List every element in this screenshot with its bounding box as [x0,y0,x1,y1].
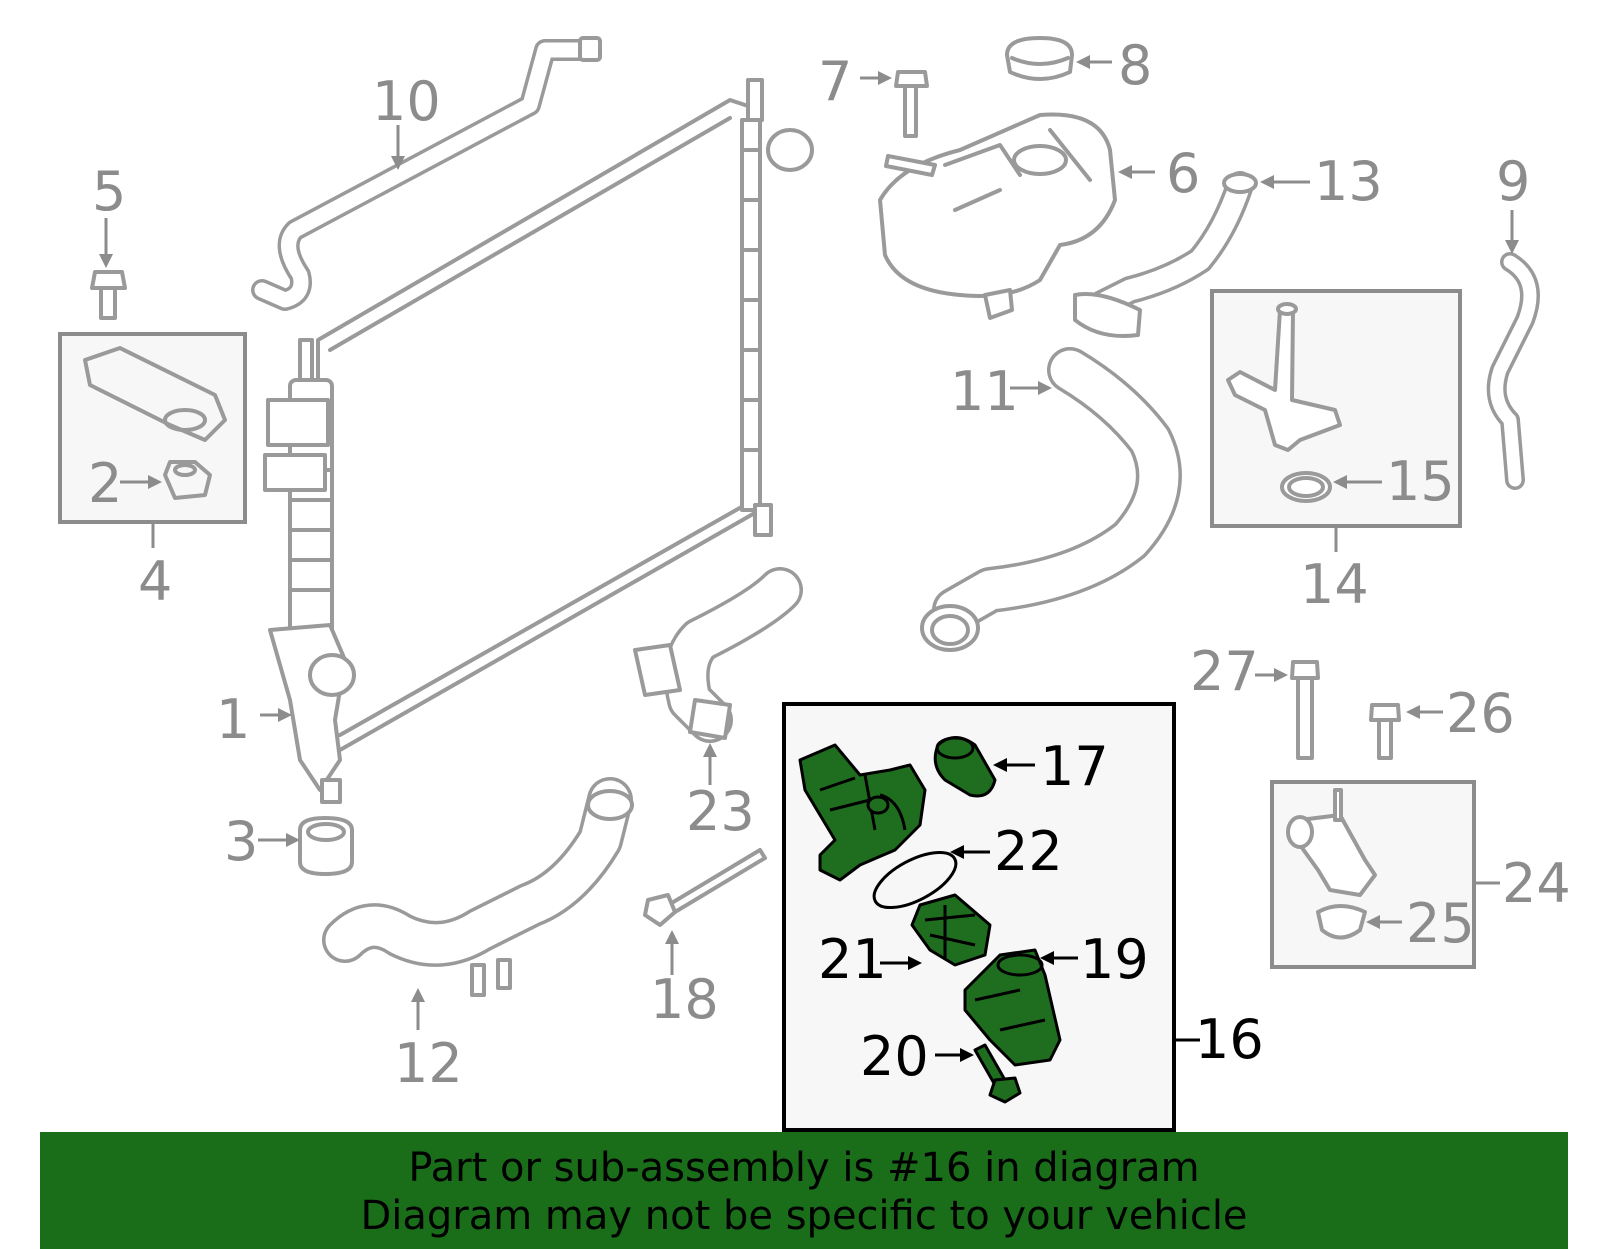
callout-8: 8 [1118,34,1152,97]
callout-1: 1 [216,688,250,751]
part-21-thermostat [910,893,992,967]
part-19-outlet [963,948,1062,1067]
callout-20: 20 [860,1025,929,1088]
callout-22: 22 [994,820,1063,883]
callout-16: 16 [1195,1008,1264,1071]
callout-4: 4 [138,550,172,613]
callout-9: 9 [1496,150,1530,213]
part-8-cap [1005,36,1074,81]
part-1-radiator [263,78,814,804]
banner-line-2: Diagram may not be specific to your vehi… [360,1193,1248,1239]
callout-23: 23 [686,780,755,843]
part-6-reservoir [878,112,1117,320]
callout-6: 6 [1166,142,1200,205]
part-11-hose [920,347,1182,652]
callout-3: 3 [224,810,258,873]
callout-15: 15 [1386,450,1455,513]
callout-18: 18 [650,968,719,1031]
part-16-box [782,702,1176,1132]
callout-27: 27 [1190,640,1259,703]
part-27-bolt [1290,660,1320,760]
callout-19: 19 [1080,928,1149,991]
callout-10: 10 [372,70,441,133]
callout-2: 2 [88,452,122,515]
callout-26: 26 [1446,682,1515,745]
part-13-hose [1073,171,1258,338]
part-17-cap [933,736,997,798]
part-14-box [1210,289,1462,528]
banner-line-1: Part or sub-assembly is #16 in diagram [408,1145,1200,1191]
info-banner: Part or sub-assembly is #16 in diagram D… [40,1132,1568,1249]
part-23-hose [633,567,803,743]
callout-24: 24 [1502,852,1571,915]
part-12-hose [322,777,634,997]
callout-5: 5 [92,160,126,223]
callout-25: 25 [1406,892,1475,955]
part-20-bolt [973,1043,1022,1104]
part-9-hose [1486,252,1540,490]
callout-21: 21 [818,928,887,991]
callout-7: 7 [818,50,852,113]
callout-13: 13 [1314,150,1383,213]
callout-14: 14 [1300,553,1369,616]
callout-11: 11 [950,360,1019,423]
part-4-box [58,332,247,524]
part-26-bolt [1369,703,1401,760]
callout-12: 12 [394,1032,463,1095]
part-3-grommet [298,816,354,876]
part-7-bolt [894,70,929,138]
part-24-box [1270,780,1476,969]
part-18-bolt [643,848,767,927]
part-16-housing [798,743,927,882]
part-10-hose [251,36,602,311]
callout-17: 17 [1040,735,1109,798]
part-5-bolt [90,270,127,320]
part-22-o-ring [872,850,958,910]
